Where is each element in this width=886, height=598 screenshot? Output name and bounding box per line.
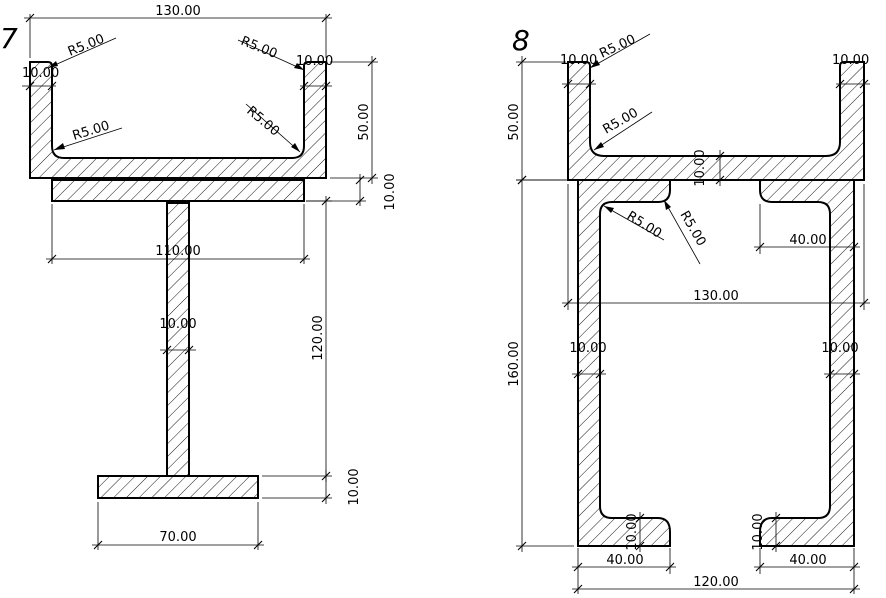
fig8-label-wall-right: 10.00 (821, 341, 858, 356)
fig7-radius-top-left: R5.00 (47, 32, 117, 69)
fig8-dim-bottom-40-left: 40.00 (572, 548, 676, 574)
fig7-label-50: 50.00 (357, 103, 372, 140)
fig8-dim-flange-10: 10.00 (693, 149, 740, 187)
fig8-right-c (759, 179, 855, 547)
fig8-dim-wall-left: 10.00 (569, 341, 607, 379)
fig7-dim-right-t: 10.00 (296, 54, 333, 91)
fig8-dim-lip-left: 10.00 (625, 512, 645, 552)
fig8-label-lip-right: 10.00 (751, 513, 766, 550)
fig8-dim-wall-right: 10.00 (821, 341, 860, 379)
fig8-radius-b: R5.00 (593, 105, 653, 151)
fig8-radius-a: R5.00 (589, 32, 651, 69)
fig8-dim-160: 160.00 (507, 175, 574, 552)
fig7-label-plate-10: 10.00 (383, 173, 398, 210)
fig7-label-flange-t: 10.00 (347, 468, 362, 505)
fig8-dim-bottom-40-right: 40.00 (754, 548, 860, 574)
fig7-label-120: 120.00 (311, 315, 326, 361)
fig7-label-r1: R5.00 (66, 32, 107, 60)
fig8-label-160: 160.00 (507, 341, 522, 387)
fig8-label-flange-10: 10.00 (693, 149, 708, 186)
fig7-label-70: 70.00 (159, 530, 196, 545)
fig7-bottom-flange (97, 475, 259, 499)
fig7-label-110: 110.00 (155, 244, 201, 259)
fig7-channel (29, 61, 327, 179)
fig8-label-bottom-40-left: 40.00 (606, 553, 643, 568)
fig8-dim-left-t: 10.00 (560, 53, 597, 89)
fig7-radius-in-left: R5.00 (53, 118, 123, 151)
fig8-label-left-t: 10.00 (560, 53, 597, 68)
fig8-dim-120: 120.00 (572, 574, 860, 594)
fig8-label-130: 130.00 (693, 289, 739, 304)
fig8-label-bottom-40-right: 40.00 (789, 553, 826, 568)
fig7-label-130: 130.00 (155, 4, 201, 19)
fig8-label-wall-left: 10.00 (569, 341, 606, 356)
figure-8-number: 8 (512, 24, 530, 57)
fig8-label-rd: R5.00 (677, 209, 709, 249)
fig7-dim-flange-t: 10.00 (262, 468, 362, 506)
fig7-dim-plate-10: 10.00 (306, 173, 398, 211)
fig7-label-r3: R5.00 (71, 118, 112, 143)
figure-7-number: 7 (0, 22, 18, 55)
fig7-dim-70: 70.00 (92, 502, 264, 550)
fig8-dim-slot-40: 40.00 (754, 204, 860, 254)
fig7-label-left-t: 10.00 (22, 66, 59, 81)
fig7-dim-left-t: 10.00 (22, 66, 59, 91)
figure-8: 8 10.00 10.00 R5.00 R5 (507, 24, 870, 594)
fig8-label-ra: R5.00 (597, 32, 638, 62)
fig7-dim-120: 120.00 (262, 196, 332, 482)
fig8-label-right-t: 10.00 (832, 53, 869, 68)
fig7-dim-110: 110.00 (46, 204, 310, 264)
fig8-dim-right-t: 10.00 (832, 53, 870, 89)
fig7-dim-50: 50.00 (330, 56, 378, 184)
fig8-label-slot-40: 40.00 (789, 233, 826, 248)
fig8-dim-lip-right: 10.00 (751, 512, 781, 552)
fig7-radius-top-right: R5.00 (237, 34, 305, 71)
fig8-left-c (577, 179, 671, 547)
fig7-plate (51, 179, 305, 202)
fig7-label-r2: R5.00 (239, 34, 280, 62)
fig7-dim-130: 130.00 (24, 4, 332, 58)
fig7-label-right-t: 10.00 (296, 54, 333, 69)
fig7-label-web-t: 10.00 (159, 317, 196, 332)
figure-7: 7 130.00 10.00 10.00 (0, 4, 398, 550)
fig8-label-50: 50.00 (507, 103, 522, 140)
fig8-label-120: 120.00 (693, 575, 739, 590)
fig8-dim-130: 130.00 (562, 184, 870, 310)
fig8-dim-50: 50.00 (507, 56, 566, 186)
fig8-label-rc: R5.00 (624, 209, 664, 242)
fig8-radius-d: R5.00 (663, 199, 709, 265)
fig7-label-r4: R5.00 (243, 104, 282, 140)
fig8-label-lip-left: 10.00 (625, 513, 640, 550)
fig7-dim-web-t: 10.00 (159, 317, 197, 355)
fig7-radius-in-right: R5.00 (243, 104, 301, 153)
fig8-radius-c: R5.00 (603, 205, 665, 242)
